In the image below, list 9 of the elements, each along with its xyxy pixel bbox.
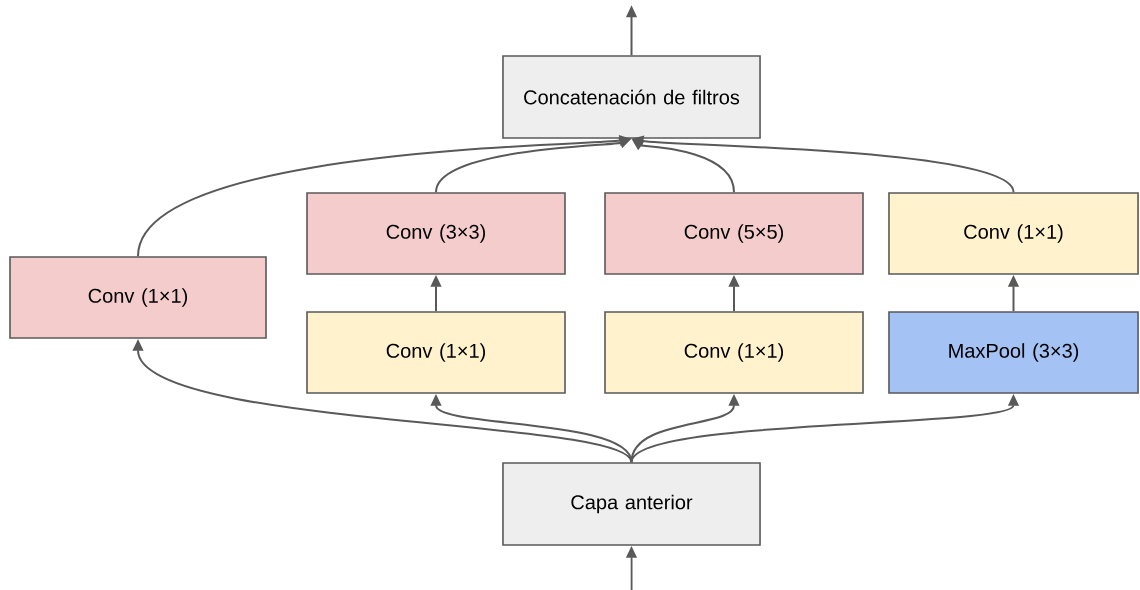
- conv-box: Conv (1×1): [888, 192, 1139, 275]
- conv-box: Conv (3×3): [306, 192, 566, 275]
- layer-box: Concatenación de filtros: [502, 55, 761, 139]
- conv-box: Conv (5×5): [604, 192, 864, 275]
- conv-box: Conv (1×1): [9, 256, 267, 339]
- conv-box: Conv (1×1): [604, 311, 864, 394]
- conv-box: Conv (1×1): [306, 311, 566, 394]
- layer-box: Capa anterior: [502, 462, 761, 546]
- pool-box: MaxPool (3×3): [888, 311, 1139, 394]
